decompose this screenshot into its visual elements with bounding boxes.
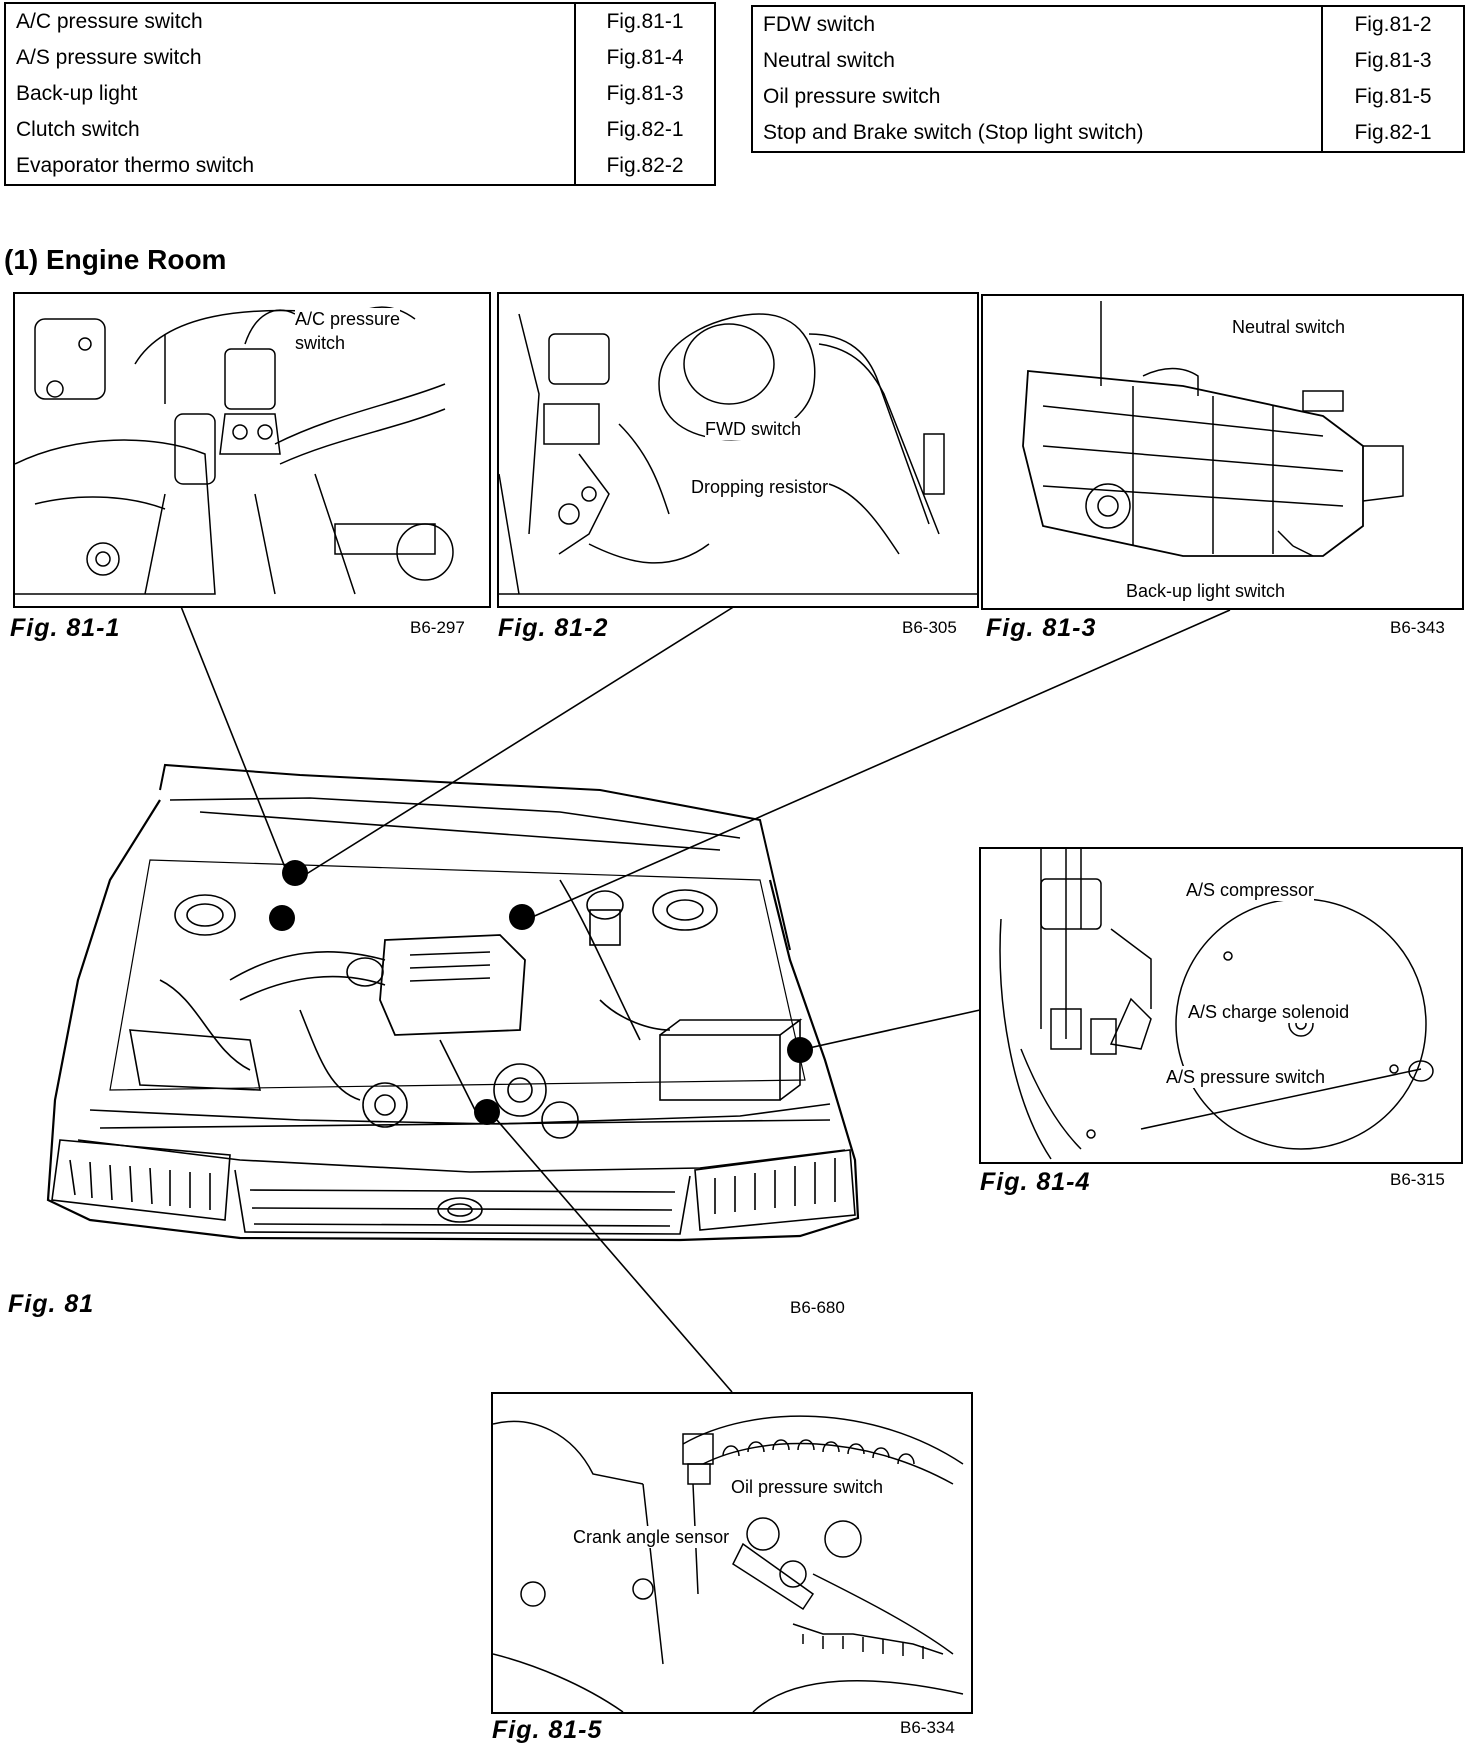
ac-pressure-switch-label-1: A/C pressure [295, 308, 401, 330]
left-table-row: A/S pressure switch Fig.81-4 [5, 40, 715, 76]
location-dot-81-3 [509, 904, 535, 930]
figure-81-1-drawing [15, 306, 454, 595]
figure-reference: Fig.82-1 [574, 112, 715, 148]
as-charge-solenoid-label: A/S charge solenoid [1188, 1001, 1350, 1023]
location-dot-81-5 [474, 1099, 500, 1125]
figure-81-3-panel: Neutral switch Back-up light switch [981, 294, 1464, 610]
leader-line-81-5 [489, 1111, 733, 1393]
fig81-4-code: B6-315 [1390, 1170, 1445, 1189]
figure-reference: Fig.81-4 [574, 40, 715, 76]
figure-81-5-drawing [493, 1415, 964, 1712]
fwd-switch-label: FWD switch [705, 418, 801, 440]
switch-name: FDW switch [763, 13, 875, 36]
fig81-5-caption: Fig. 81-5 [492, 1716, 603, 1744]
right-table-row: Oil pressure switch Fig.81-5 [752, 79, 1464, 115]
fig81-3-code: B6-343 [1390, 618, 1445, 637]
fig81-4-caption: Fig. 81-4 [980, 1168, 1091, 1196]
ac-pressure-switch-label-2: switch [295, 332, 346, 354]
switch-name: Stop and Brake switch (Stop light switch… [763, 121, 1144, 144]
figure-reference: Fig.81-3 [574, 76, 715, 112]
location-dot-81-4 [787, 1037, 813, 1063]
figure-81-4-panel: A/S compressor A/S charge solenoid A/S p… [979, 847, 1463, 1164]
leader-line-81-4 [799, 1009, 981, 1051]
switch-name: A/C pressure switch [16, 10, 203, 33]
fig81-2-caption: Fig. 81-2 [498, 614, 609, 642]
fig81-3-caption: Fig. 81-3 [986, 614, 1097, 642]
figure-reference: Fig.81-3 [1321, 43, 1464, 79]
figure-81-1-panel: A/C pressure switch [13, 292, 491, 608]
as-compressor-label: A/S compressor [1186, 879, 1315, 901]
crank-angle-sensor-label: Crank angle sensor [573, 1526, 730, 1548]
right-table-row: FDW switch Fig.81-2 [752, 6, 1464, 43]
location-dot-81-1 [282, 860, 308, 886]
back-up-light-switch-label: Back-up light switch [1126, 580, 1286, 602]
left-table-row: Evaporator thermo switch Fig.82-2 [5, 148, 715, 185]
fig81-5-code: B6-334 [900, 1718, 955, 1737]
switch-name: Clutch switch [16, 118, 140, 141]
fig81-1-code: B6-297 [410, 618, 465, 637]
figure-81-2-panel: FWD switch Dropping resistor [497, 292, 979, 608]
neutral-switch-label: Neutral switch [1232, 316, 1346, 338]
figure-reference: Fig.82-1 [1321, 115, 1464, 152]
fig81-caption: Fig. 81 [8, 1290, 95, 1318]
location-dot-81-2 [269, 905, 295, 931]
leader-line-81-1 [179, 603, 291, 881]
left-table-row: A/C pressure switch Fig.81-1 [5, 3, 715, 40]
leader-line-81-2 [299, 605, 736, 879]
figure-81-5-panel: Oil pressure switch Crank angle sensor [491, 1392, 973, 1714]
figure-reference: Fig.81-2 [1321, 6, 1464, 43]
right-table-row: Neutral switch Fig.81-3 [752, 43, 1464, 79]
figure-81-3-drawing [1022, 301, 1404, 557]
figure-reference: Fig.81-1 [574, 3, 715, 40]
switch-name: Oil pressure switch [763, 85, 941, 108]
dropping-resistor-label: Dropping resistor [691, 476, 829, 498]
switch-name: Back-up light [16, 82, 138, 105]
figure-81-2-drawing [499, 313, 977, 595]
as-pressure-switch-label: A/S pressure switch [1166, 1066, 1326, 1088]
switch-name: A/S pressure switch [16, 46, 202, 69]
section-title: (1) Engine Room [4, 244, 227, 275]
switch-name: Evaporator thermo switch [16, 154, 255, 177]
figure-reference: Fig.82-2 [574, 148, 715, 185]
figure-reference: Fig.81-5 [1321, 79, 1464, 115]
left-table-row: Clutch switch Fig.82-1 [5, 112, 715, 148]
right-table-row: Stop and Brake switch (Stop light switch… [752, 115, 1464, 152]
fig81-1-caption: Fig. 81-1 [10, 614, 121, 642]
fig81-2-code: B6-305 [902, 618, 957, 637]
fig81-code: B6-680 [790, 1298, 845, 1317]
left-table-row: Back-up light Fig.81-3 [5, 76, 715, 112]
switch-name: Neutral switch [763, 49, 895, 72]
leader-line-81-3 [529, 609, 1231, 919]
oil-pressure-switch-label: Oil pressure switch [731, 1476, 884, 1498]
